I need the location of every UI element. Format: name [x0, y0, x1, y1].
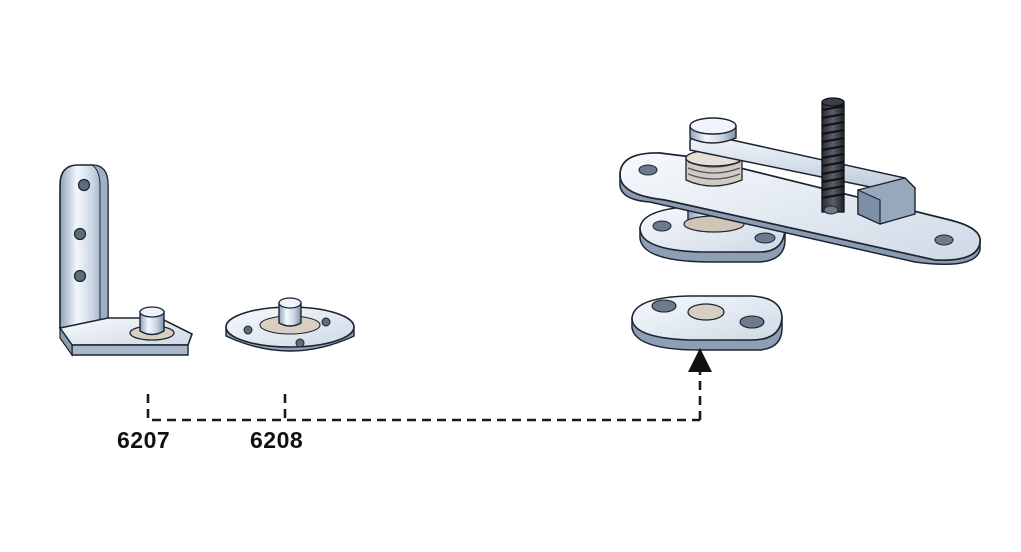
round-plate-pivot-icon [225, 297, 355, 352]
angle-bracket-pivot-icon [58, 164, 193, 357]
part-label-6207: 6207 [117, 427, 171, 453]
pivot-socket-plate-icon [631, 295, 783, 351]
part-label-6208: 6208 [250, 427, 304, 453]
connector-line-6207 [146, 394, 700, 422]
pivot-hinge-assembly-icon [619, 97, 981, 265]
arrow-head-icon [688, 348, 712, 372]
dashed-connector [146, 370, 702, 422]
